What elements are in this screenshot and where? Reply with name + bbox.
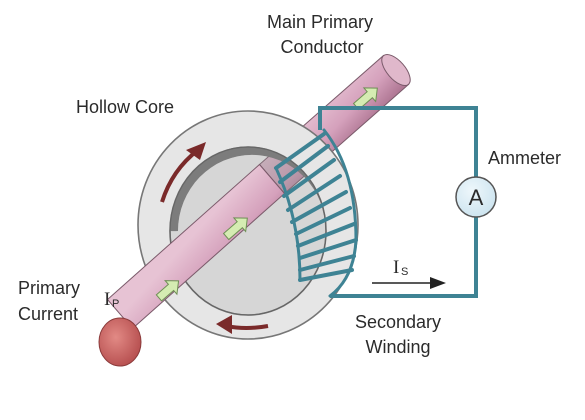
primary-current-label-line2: Current [18,304,78,324]
primary-current-label-line1: Primary [18,278,80,298]
main-primary-label-line1: Main Primary [267,12,373,32]
core-flux-arrow-bottom [225,324,269,330]
ip-subscript: P [112,298,119,310]
main-primary-label-line2: Conductor [280,37,363,57]
circuit-wire-bottom [330,216,478,298]
ip-symbol: I [104,289,110,310]
conductor-far-end [381,53,411,87]
hollow-core-label: Hollow Core [76,97,174,117]
is-subscript: S [401,266,408,278]
secondary-winding-coil [274,128,358,298]
is-symbol: I [393,257,399,278]
core-flux-arrowhead-bottom [216,315,232,334]
core-flux-arrowhead-top [186,142,206,160]
secondary-current-arrowhead [430,277,446,289]
conductor-near-end [98,317,142,367]
circuit-wire-top [318,106,478,178]
secondary-winding-label-line2: Winding [365,337,430,357]
primary-current-arrows [155,87,378,302]
secondary-winding-label-line1: Secondary [355,312,441,332]
ammeter-symbol: A [469,185,484,210]
ammeter [455,176,497,218]
ammeter-label: Ammeter [488,148,561,168]
